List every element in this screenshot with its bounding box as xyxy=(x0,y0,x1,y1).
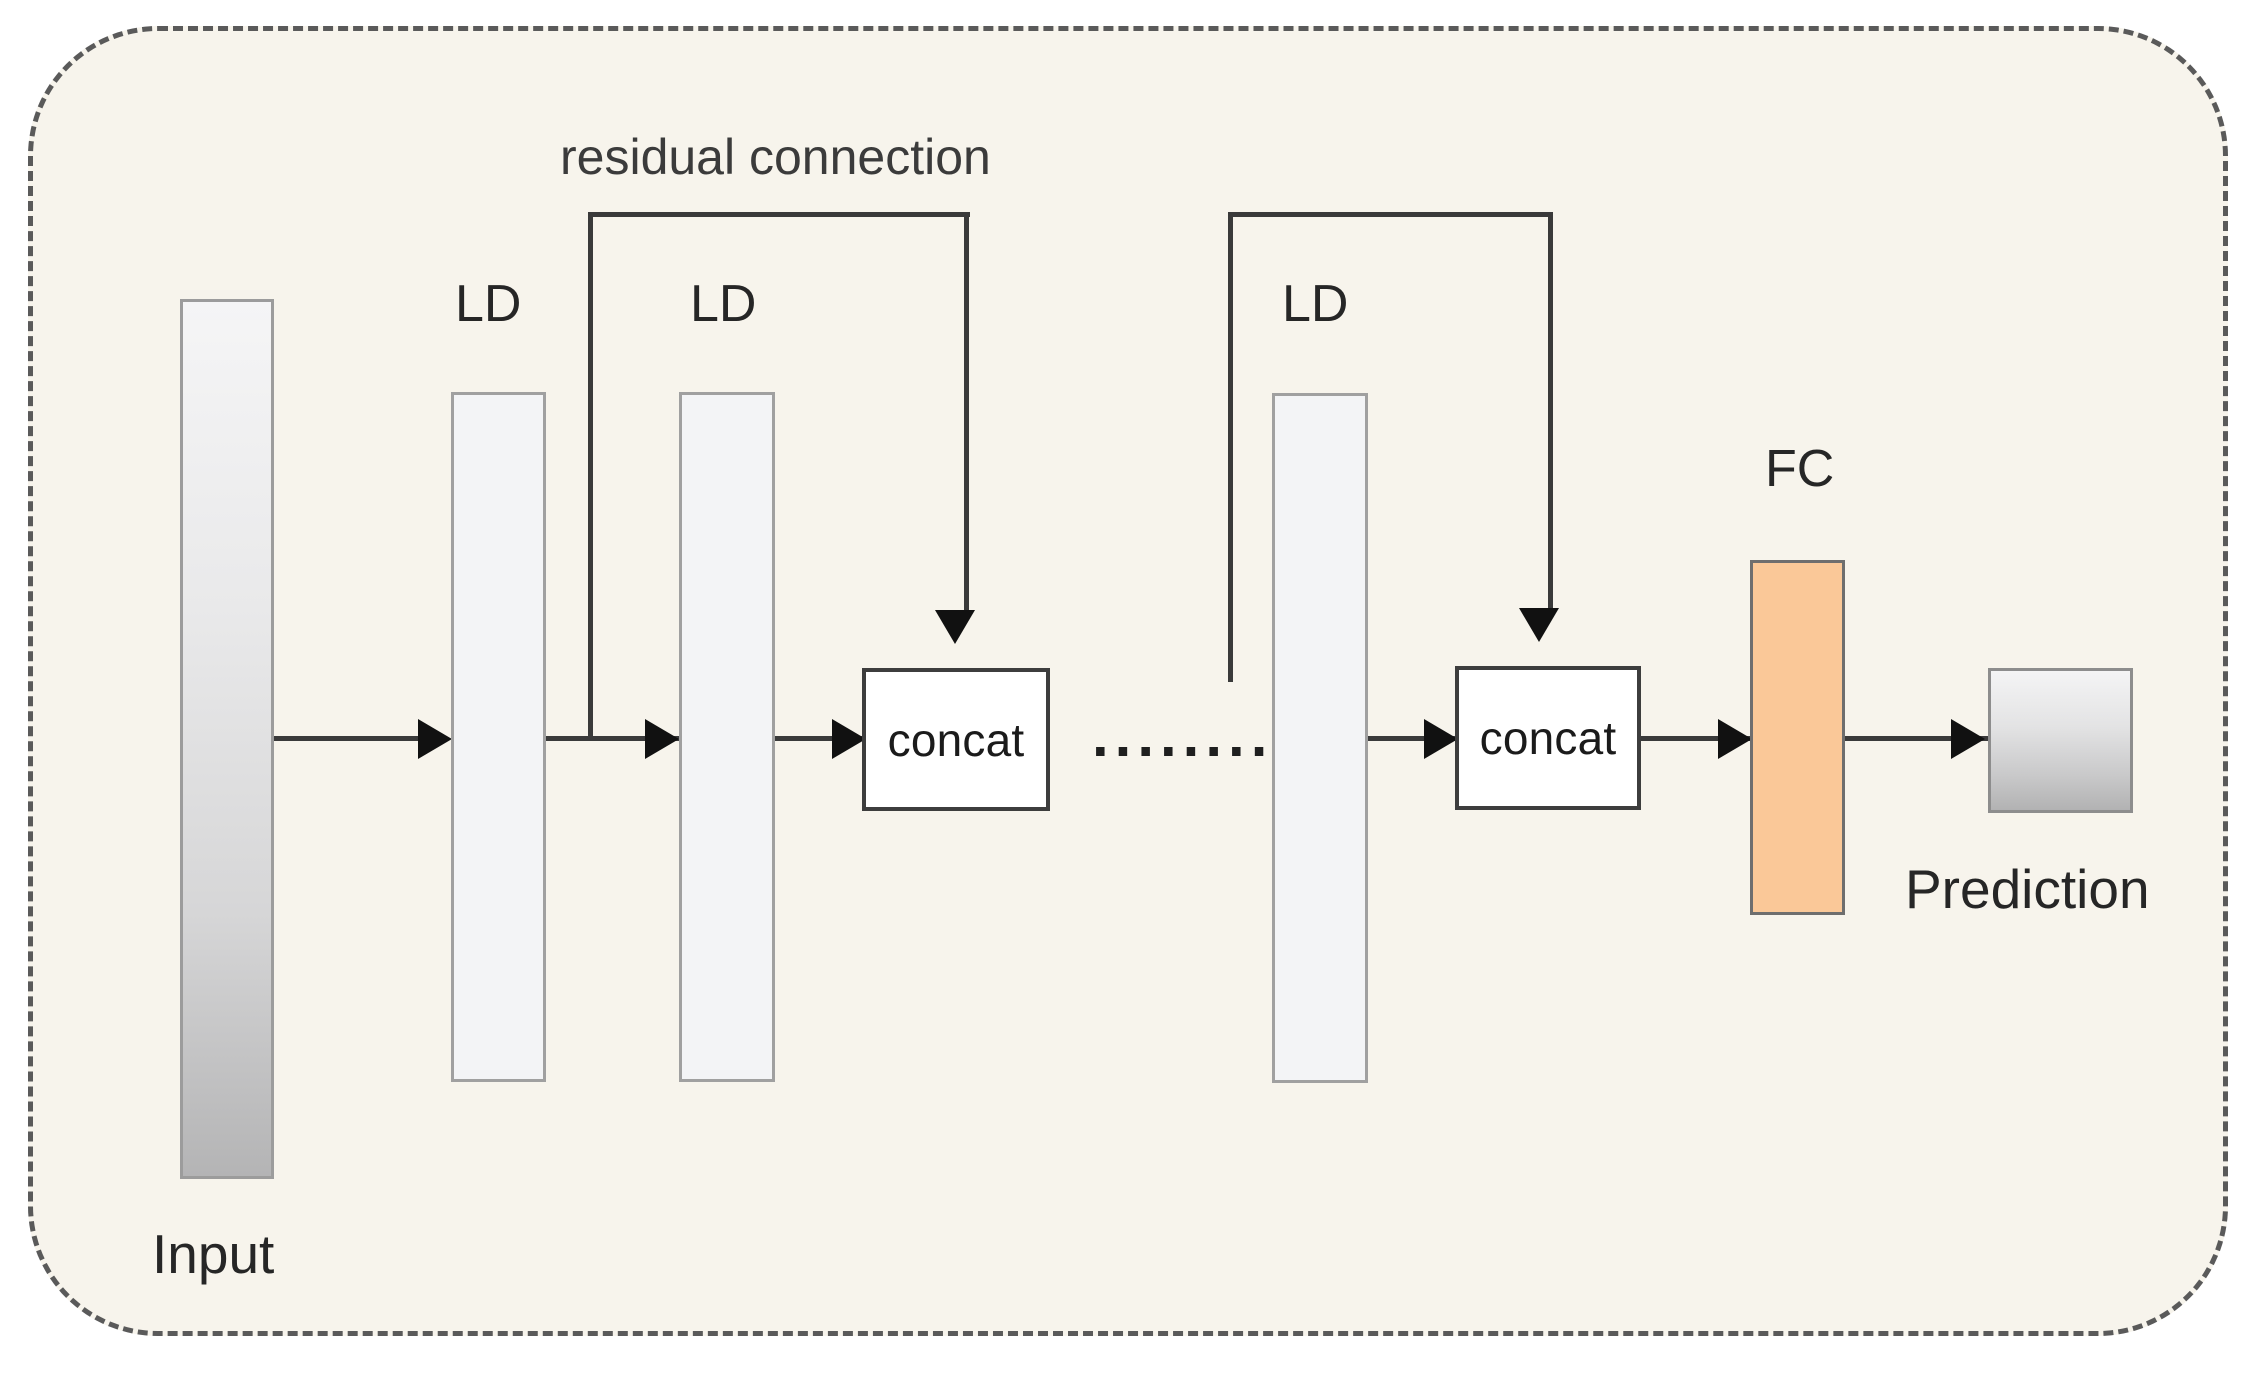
flow-arrow-ld2-to-concat1-icon xyxy=(832,719,866,759)
ellipsis-label: ........ xyxy=(1092,702,1274,769)
flow-concat2-to-fc-line xyxy=(1640,736,1758,741)
prediction-label: Prediction xyxy=(1905,858,2150,920)
residual-1-arrow-icon xyxy=(935,610,975,644)
diagram-panel xyxy=(28,26,2228,1336)
flow-arrow-ld3-to-concat2-icon xyxy=(1424,719,1458,759)
residual-2-right-line xyxy=(1548,212,1553,610)
ld-2-block[interactable] xyxy=(679,392,775,1082)
residual-connection-label: residual connection xyxy=(560,129,991,185)
flow-arrow-fc-to-prediction-icon xyxy=(1951,719,1985,759)
residual-2-top-line xyxy=(1228,212,1553,217)
ld-1-label: LD xyxy=(455,275,522,333)
flow-ld1-to-ld2-line xyxy=(545,736,679,741)
fc-block[interactable] xyxy=(1750,560,1845,915)
ld-3-label: LD xyxy=(1282,275,1349,333)
ld-1-block[interactable] xyxy=(451,392,546,1082)
concat-2-block[interactable]: concat xyxy=(1455,666,1641,810)
flow-ld3-to-concat2-line xyxy=(1367,736,1463,741)
input-label: Input xyxy=(152,1223,275,1285)
residual-1-right-line xyxy=(964,212,969,612)
residual-1-top-line xyxy=(588,212,970,217)
flow-arrow-concat2-to-fc-icon xyxy=(1718,719,1752,759)
flow-fc-to-prediction-line xyxy=(1845,736,1990,741)
concat-1-block[interactable]: concat xyxy=(862,668,1050,811)
prediction-block[interactable] xyxy=(1988,668,2133,813)
residual-1-left-line xyxy=(588,212,593,740)
input-block[interactable] xyxy=(180,299,274,1179)
residual-2-arrow-icon xyxy=(1519,608,1559,642)
ld-2-label: LD xyxy=(690,275,757,333)
flow-input-to-ld1-line xyxy=(272,736,432,741)
residual-2-left-line xyxy=(1228,212,1233,682)
fc-label: FC xyxy=(1765,440,1835,498)
flow-arrow-input-to-ld1-icon xyxy=(418,719,452,759)
flow-ld2-to-concat1-line xyxy=(775,736,870,741)
flow-arrow-ld1-to-ld2-icon xyxy=(645,719,679,759)
ld-3-block[interactable] xyxy=(1272,393,1368,1083)
